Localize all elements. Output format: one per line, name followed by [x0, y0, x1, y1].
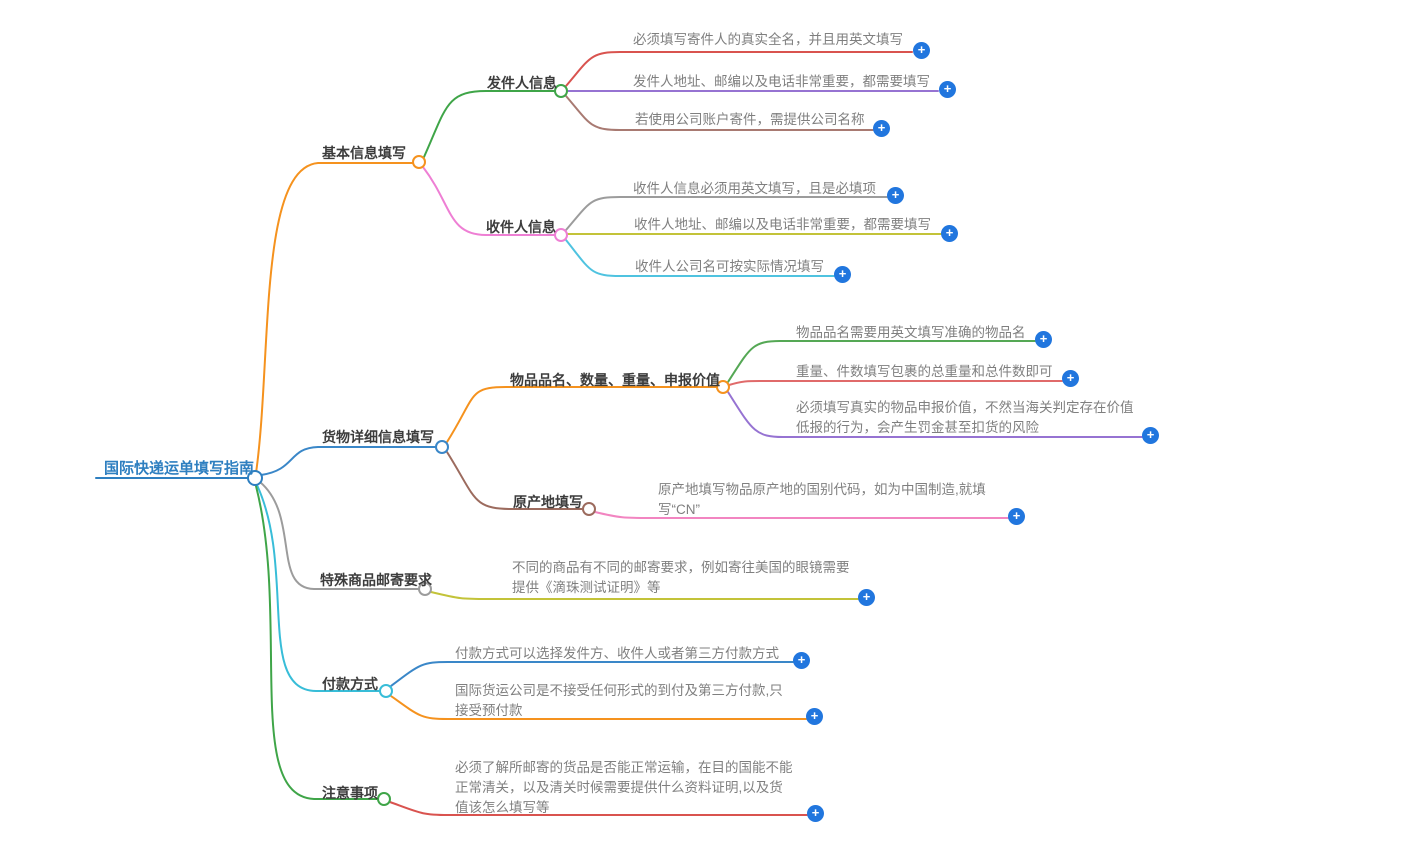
edge-root-cargo-details	[260, 446, 437, 476]
edge-item-leaf-2	[728, 380, 1063, 386]
expand-plus-icon[interactable]: +	[913, 42, 930, 59]
leaf-text[interactable]: 收件人公司名可按实际情况填写	[635, 259, 824, 274]
edge-root-payment	[256, 484, 381, 692]
edge-root-special-goods	[259, 481, 420, 590]
node-circle-sender-info[interactable]	[554, 84, 568, 98]
edge-recipient-leaf-3	[565, 239, 835, 277]
leaf-text[interactable]: 物品品名需要用英文填写准确的物品名	[796, 325, 1026, 340]
edge-sender-leaf-3	[565, 95, 874, 131]
edge-sender-leaf-1	[565, 51, 913, 87]
branch-label-recipient-info[interactable]: 收件人信息	[486, 219, 556, 235]
branch-label-special-goods[interactable]: 特殊商品邮寄要求	[320, 572, 432, 588]
leaf-text[interactable]: 重量、件数填写包裹的总重量和总件数即可	[796, 364, 1053, 379]
edge-special-leaf-1	[430, 591, 859, 600]
branch-label-sender-info[interactable]: 发件人信息	[487, 75, 557, 91]
leaf-text[interactable]: 必须填写真实的物品申报价值，不然当海关判定存在价值低报的行为，会产生罚金甚至扣货…	[796, 400, 1134, 435]
expand-plus-icon[interactable]: +	[807, 805, 824, 822]
edge-origin-leaf-1	[594, 511, 1009, 519]
expand-plus-icon[interactable]: +	[858, 589, 875, 606]
leaf-text[interactable]: 发件人地址、邮编以及电话非常重要，都需要填写	[633, 74, 930, 89]
edge-payment-leaf-2	[390, 695, 807, 720]
leaf-text[interactable]: 原产地填写物品原产地的国别代码，如为中国制造,就填写“CN”	[658, 482, 986, 517]
expand-plus-icon[interactable]: +	[793, 652, 810, 669]
edge-basic-sender	[423, 90, 556, 158]
branch-label-payment[interactable]: 付款方式	[322, 676, 378, 692]
branch-label-item-info[interactable]: 物品品名、数量、重量、申报价值	[510, 372, 720, 388]
leaf-text[interactable]: 不同的商品有不同的邮寄要求，例如寄往美国的眼镜需要提供《滴珠测试证明》等	[512, 560, 850, 595]
branch-label-origin[interactable]: 原产地填写	[513, 494, 583, 510]
expand-plus-icon[interactable]: +	[873, 120, 890, 137]
branch-label-notes[interactable]: 注意事项	[322, 785, 378, 801]
branch-label-cargo-details[interactable]: 货物详细信息填写	[322, 429, 434, 445]
expand-plus-icon[interactable]: +	[806, 708, 823, 725]
node-circle-notes[interactable]	[377, 792, 391, 806]
leaf-text[interactable]: 必须了解所邮寄的货品是否能正常运输，在目的国能不能正常清关，以及清关时候需要提供…	[455, 760, 793, 815]
expand-plus-icon[interactable]: +	[1008, 508, 1025, 525]
branch-label-basic-info[interactable]: 基本信息填写	[322, 145, 406, 161]
edge-cargo-item-info	[446, 386, 718, 443]
expand-plus-icon[interactable]: +	[1142, 427, 1159, 444]
node-circle-payment[interactable]	[379, 684, 393, 698]
leaf-text[interactable]: 付款方式可以选择发件方、收件人或者第三方付款方式	[455, 646, 779, 661]
node-circle-basic-info[interactable]	[412, 155, 426, 169]
node-circle-root[interactable]	[247, 470, 263, 486]
expand-plus-icon[interactable]: +	[941, 225, 958, 242]
leaf-text[interactable]: 收件人信息必须用英文填写，且是必填项	[633, 181, 876, 196]
edge-cargo-origin	[446, 451, 584, 510]
expand-plus-icon[interactable]: +	[939, 81, 956, 98]
root-node-label[interactable]: 国际快递运单填写指南	[104, 460, 255, 477]
leaf-text[interactable]: 必须填写寄件人的真实全名，并且用英文填写	[633, 32, 903, 47]
edge-item-leaf-3	[727, 391, 1143, 438]
edge-root-basic-info	[255, 162, 414, 474]
edge-item-leaf-1	[727, 340, 1036, 383]
edge-basic-recipient	[422, 166, 556, 236]
edge-notes-leaf-1	[389, 801, 808, 816]
leaf-text[interactable]: 国际货运公司是不接受任何形式的到付及第三方付款,只接受预付款	[455, 683, 783, 718]
expand-plus-icon[interactable]: +	[887, 187, 904, 204]
edge-payment-leaf-1	[390, 661, 794, 687]
node-circle-recipient-info[interactable]	[554, 228, 568, 242]
node-circle-item-info[interactable]	[716, 380, 730, 394]
node-circle-special-goods[interactable]	[418, 582, 432, 596]
leaf-text[interactable]: 收件人地址、邮编以及电话非常重要，都需要填写	[634, 217, 931, 232]
leaf-text[interactable]: 若使用公司账户寄件，需提供公司名称	[635, 112, 865, 127]
expand-plus-icon[interactable]: +	[1062, 370, 1079, 387]
expand-plus-icon[interactable]: +	[1035, 331, 1052, 348]
node-circle-cargo-details[interactable]	[435, 440, 449, 454]
edge-root-notes	[255, 485, 379, 800]
node-circle-origin[interactable]	[582, 502, 596, 516]
expand-plus-icon[interactable]: +	[834, 266, 851, 283]
edge-recipient-leaf-1	[565, 196, 888, 231]
